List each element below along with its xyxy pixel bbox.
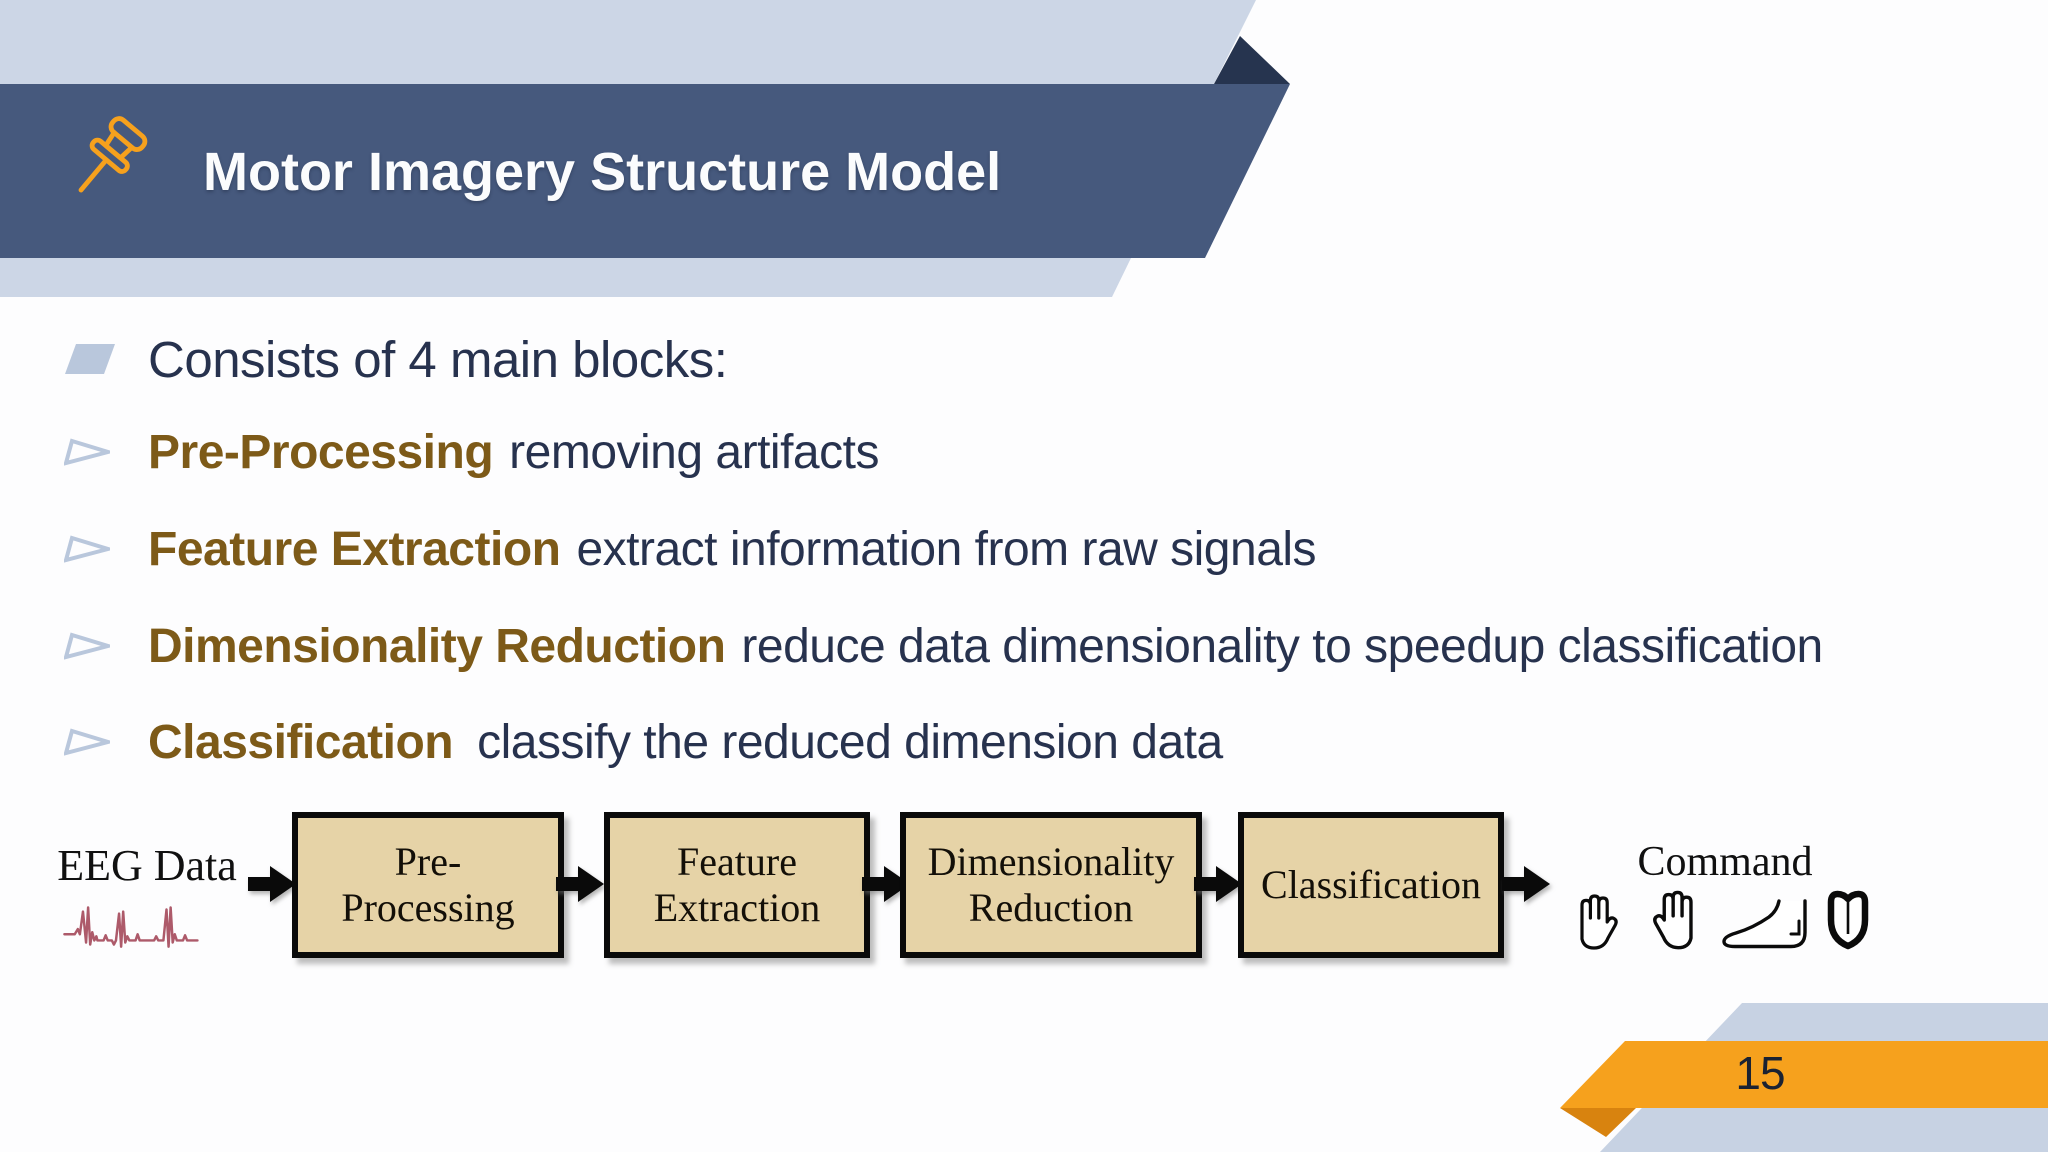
eeg-waveform-icon xyxy=(63,906,199,948)
eeg-data-label: EEG Data xyxy=(57,841,237,890)
bullet-term: Pre-Processing xyxy=(148,425,494,479)
flow-block-feature-extraction: Feature Extraction xyxy=(604,812,870,958)
flow-arrow-icon xyxy=(1502,866,1550,902)
header-sub-strip xyxy=(0,258,1131,297)
flow-block-classification: Classification xyxy=(1238,812,1504,958)
top-light-band xyxy=(0,0,1256,84)
bullet-item: Feature Extraction extract information fr… xyxy=(64,517,1317,581)
bullet-term: Feature Extraction xyxy=(148,522,561,576)
bullet-item: Pre-Processing removing artifacts xyxy=(64,420,879,484)
bullet-desc: extract information from raw signals xyxy=(576,522,1317,576)
triangle-bullet-icon xyxy=(64,437,148,467)
header-band xyxy=(0,84,1290,258)
bullet-item-text: Dimensionality Reduction reduce data dime… xyxy=(148,619,1823,674)
footer-orange-band xyxy=(1560,1041,2048,1108)
bullet-term: Classification xyxy=(148,715,454,769)
right-hand-icon xyxy=(1653,890,1693,950)
command-label: Command xyxy=(1637,839,1813,885)
bullet-desc: reduce data dimensionality to speedup cl… xyxy=(741,619,1823,673)
foot-icon xyxy=(1722,899,1807,949)
bullet-desc: classify the reduced dimension data xyxy=(477,715,1223,769)
square-bullet-icon xyxy=(64,343,148,375)
header-fold-triangle xyxy=(1214,36,1290,84)
bullet-item-text: Classification classify the reduced dimen… xyxy=(148,715,1223,770)
pushpin-icon xyxy=(78,116,148,193)
flow-arrow-icon xyxy=(1194,866,1242,902)
triangle-bullet-icon xyxy=(64,727,148,757)
flow-block-dimensionality-reduction: Dimensionality Reduction xyxy=(900,812,1202,958)
bullet-intro-text: Consists of 4 main blocks: xyxy=(148,330,728,388)
bullet-item: Dimensionality Reduction reduce data dime… xyxy=(64,614,1823,678)
bullet-term: Dimensionality Reduction xyxy=(148,619,726,673)
triangle-bullet-icon xyxy=(64,534,148,564)
tongue-icon xyxy=(1827,890,1869,950)
bullet-intro: Consists of 4 main blocks: xyxy=(64,327,728,391)
flow-arrow-icon xyxy=(248,866,296,902)
bullet-item-text: Feature Extraction extract information fr… xyxy=(148,522,1317,577)
flow-arrow-icon xyxy=(556,866,604,902)
triangle-bullet-icon xyxy=(64,631,148,661)
bullet-item-text: Pre-Processing removing artifacts xyxy=(148,425,879,480)
flow-arrow-icon xyxy=(862,866,910,902)
page-number: 15 xyxy=(1735,1047,1785,1099)
bullet-desc: removing artifacts xyxy=(509,425,879,479)
bullet-item: Classification classify the reduced dimen… xyxy=(64,710,1223,774)
left-hand-icon xyxy=(1580,894,1618,950)
flow-block-preprocessing: Pre- Processing xyxy=(292,812,564,958)
footer-orange-fold xyxy=(1560,1108,1636,1137)
page-title: Motor Imagery Structure Model xyxy=(203,142,1002,202)
